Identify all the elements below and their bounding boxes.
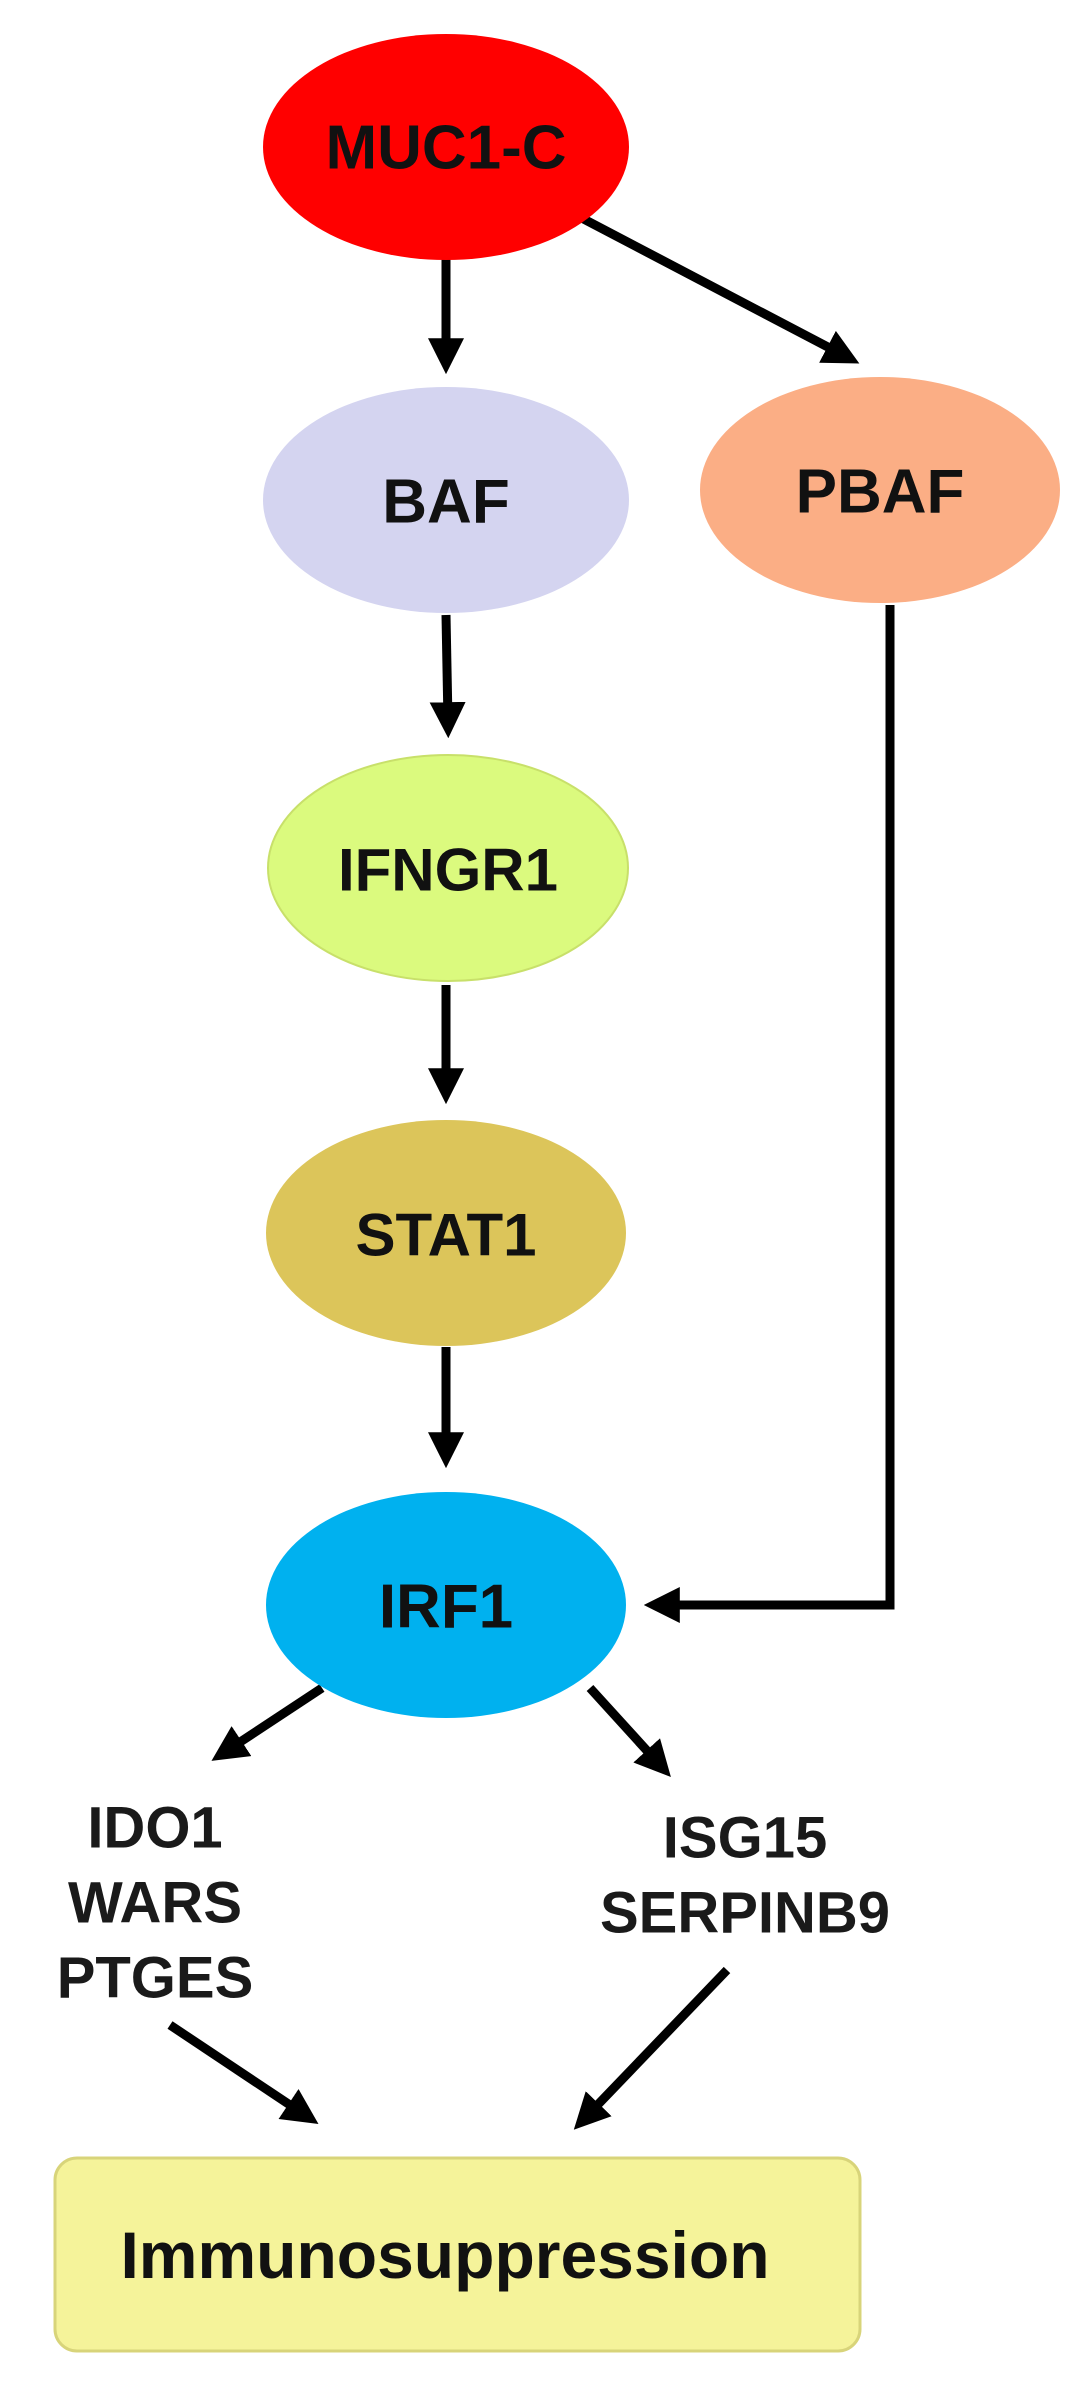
- edge-baf-ifngr1: [429, 614, 466, 739]
- gene-ptges: PTGES: [57, 1946, 254, 2011]
- outcome-label: Immunosuppression: [120, 2218, 769, 2292]
- node-muc1c: MUC1-C: [263, 34, 629, 260]
- edge-right-genes-outcome: [573, 1966, 731, 2130]
- node-baf-shape: [263, 387, 629, 613]
- node-muc1c-label: MUC1-C: [325, 114, 566, 183]
- node-irf1-shape: [266, 1492, 626, 1718]
- node-stat1-shape: [266, 1120, 626, 1346]
- node-stat1: STAT1: [266, 1120, 626, 1346]
- edge-irf1-left-genes: [211, 1684, 325, 1761]
- outcome-box: Immunosuppression: [53, 2156, 862, 2353]
- edges: [167, 211, 895, 2130]
- node-pbaf: PBAF: [700, 377, 1060, 603]
- gene-wars: WARS: [68, 1871, 242, 1936]
- node-pbaf-shape: [700, 377, 1060, 603]
- node-ifngr1: IFNGR1: [267, 754, 629, 982]
- edge-muc1c-pbaf: [573, 211, 860, 364]
- node-irf1: IRF1: [266, 1492, 626, 1718]
- gene-group-right: ISG15 SERPINB9: [600, 1806, 890, 1946]
- node-baf: BAF: [263, 387, 629, 613]
- edge-irf1-right-genes: [586, 1684, 671, 1777]
- node-irf1-label: IRF1: [379, 1573, 513, 1642]
- edge-left-genes-outcome: [167, 2021, 319, 2124]
- gene-group-left: IDO1 WARS PTGES: [57, 1796, 254, 2011]
- node-pbaf-label: PBAF: [796, 458, 965, 527]
- edge-pbaf-irf1: [643, 605, 895, 1623]
- node-stat1-label: STAT1: [355, 1202, 536, 1269]
- gene-isg15: ISG15: [663, 1806, 827, 1871]
- node-ifngr1-label: IFNGR1: [338, 837, 558, 904]
- node-muc1c-shape: [263, 34, 629, 260]
- node-ifngr1-shape: [267, 754, 629, 982]
- outcome-box-shape: [53, 2156, 862, 2353]
- gene-serpinb9: SERPINB9: [600, 1881, 890, 1946]
- node-baf-label: BAF: [382, 468, 509, 537]
- gene-ido1: IDO1: [87, 1796, 222, 1861]
